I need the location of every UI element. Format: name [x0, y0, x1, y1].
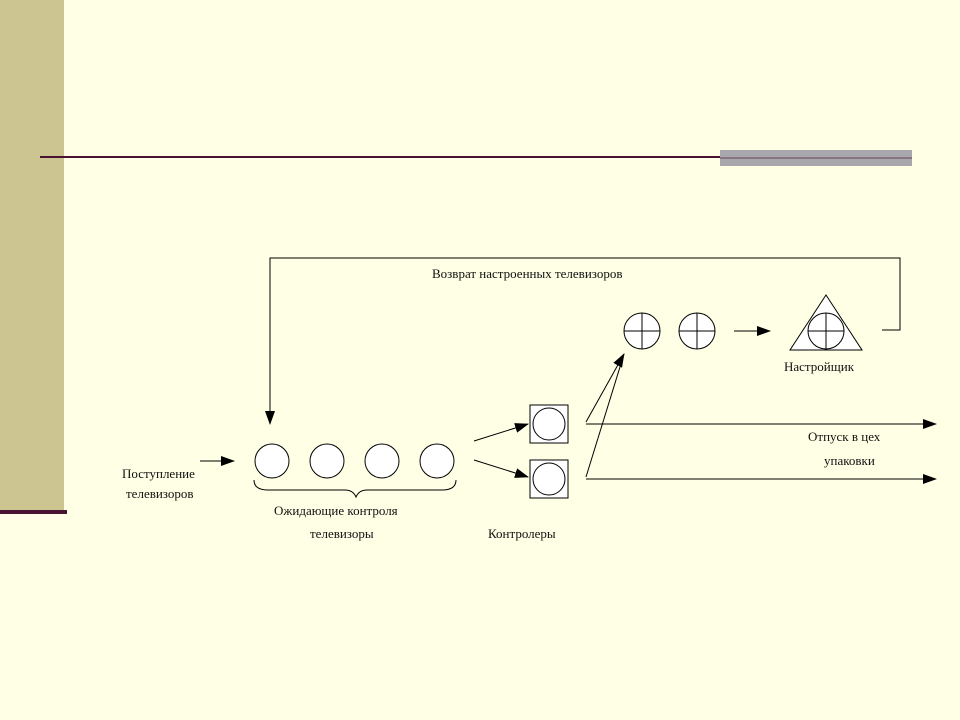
- waiting-label-line2: телевизоры: [310, 526, 374, 541]
- controller-1-to-adjuster-line: [585, 353, 625, 423]
- arrival-label-line1: Поступление: [122, 466, 195, 481]
- controller-2-tv: [532, 462, 566, 496]
- title-accent-bar: [720, 150, 912, 166]
- controllers-label: Контролеры: [488, 526, 556, 541]
- waiting-tv-4: [419, 443, 455, 479]
- title-rule-overlay: [720, 157, 912, 159]
- waiting-brace: [253, 479, 457, 499]
- sidebar-underline: [0, 510, 67, 514]
- return-loop-line: [265, 257, 901, 425]
- defective-tv-2: [678, 312, 716, 350]
- adjuster-label: Настройщик: [784, 359, 855, 374]
- waiting-label-line1: Ожидающие контроля: [274, 503, 398, 518]
- adjuster-tv: [807, 312, 845, 350]
- arrival-label-line2: телевизоров: [126, 486, 194, 501]
- title-rule: [40, 156, 912, 158]
- release-label-line2: упаковки: [824, 453, 875, 468]
- controller-1-tv: [532, 407, 566, 441]
- slide-sidebar: [0, 0, 64, 512]
- release-label-line1: Отпуск в цех: [808, 429, 881, 444]
- queue-to-controller-1-arrow: [473, 423, 529, 442]
- waiting-tv-1: [254, 443, 290, 479]
- waiting-tv-3: [364, 443, 400, 479]
- waiting-tv-2: [309, 443, 345, 479]
- defective-tv-1: [623, 312, 661, 350]
- return-label: Возврат настроенных телевизоров: [432, 266, 622, 281]
- controller-2-to-adjuster-line: [585, 353, 625, 478]
- queue-to-controller-2-arrow: [473, 459, 529, 478]
